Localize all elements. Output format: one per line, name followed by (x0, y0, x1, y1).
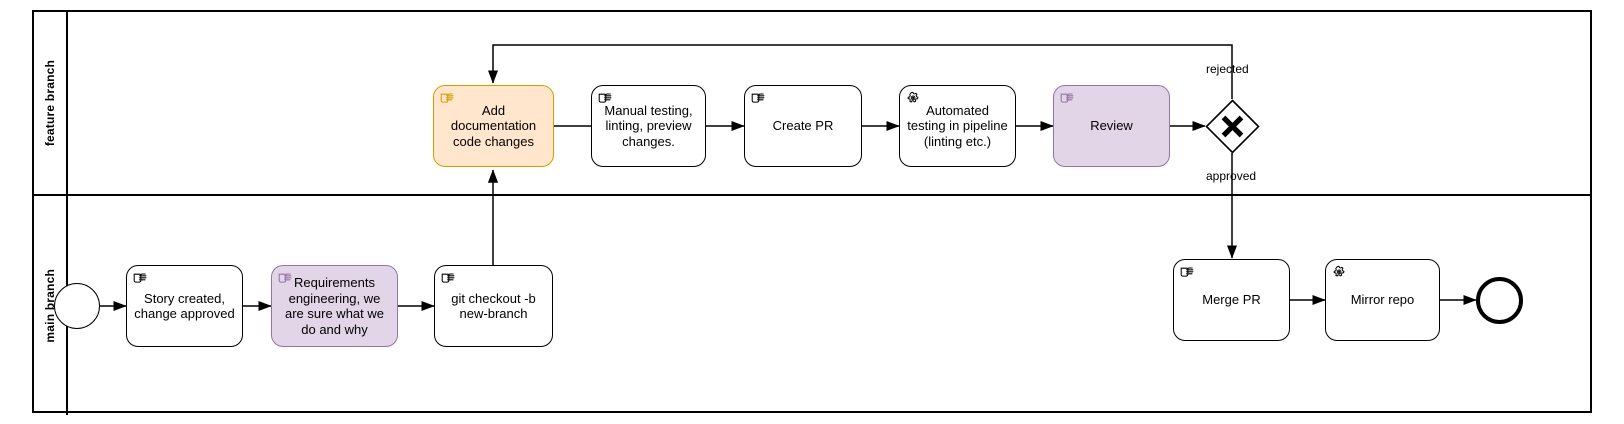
task-create-pr[interactable]: Create PR (744, 85, 862, 167)
manual-task-icon (440, 270, 457, 287)
task-automated-testing[interactable]: Automated testing in pipeline (linting e… (899, 85, 1016, 167)
manual-task-icon (1059, 90, 1076, 107)
flow-label-rejected: rejected (1206, 62, 1249, 76)
task-review[interactable]: Review (1053, 85, 1170, 167)
start-event[interactable] (54, 283, 100, 329)
gateway-review-decision[interactable] (1205, 99, 1260, 154)
task-merge-pr[interactable]: Merge PR (1173, 259, 1290, 341)
task-label: Create PR (772, 118, 834, 134)
task-requirements-engineering[interactable]: Requirements engineering, we are sure wh… (271, 265, 398, 347)
task-label: Requirements engineering, we are sure wh… (285, 275, 384, 337)
task-add-documentation-code-changes[interactable]: Add documentation code changes (433, 85, 554, 167)
manual-task-icon (750, 90, 767, 107)
task-manual-testing[interactable]: Manual testing, linting, preview changes… (591, 85, 706, 167)
lane-label-feature-branch: feature branch (43, 59, 57, 147)
manual-task-icon (1179, 264, 1196, 281)
lane-feature-branch: feature branch (34, 12, 1590, 196)
task-label: Manual testing, linting, preview changes… (604, 102, 693, 149)
task-label: Mirror repo (1350, 292, 1415, 308)
task-label: Automated testing in pipeline (linting e… (907, 102, 1008, 149)
end-event[interactable] (1476, 277, 1523, 324)
task-label: Add documentation code changes (450, 102, 537, 149)
task-label: Merge PR (1202, 292, 1261, 308)
task-label: Review (1090, 118, 1133, 134)
service-task-icon (1331, 264, 1348, 281)
task-story-created[interactable]: Story created, change approved (126, 265, 243, 347)
task-git-checkout[interactable]: git checkout -b new-branch (434, 265, 553, 347)
manual-task-icon (132, 270, 149, 287)
lane-header-feature-branch: feature branch (34, 12, 68, 194)
task-label: Story created, change approved (134, 290, 235, 322)
flow-label-approved: approved (1206, 169, 1257, 183)
task-mirror-repo[interactable]: Mirror repo (1325, 259, 1440, 341)
process-pool: feature branch main branch (32, 10, 1592, 415)
task-label: git checkout -b new-branch (451, 290, 536, 322)
